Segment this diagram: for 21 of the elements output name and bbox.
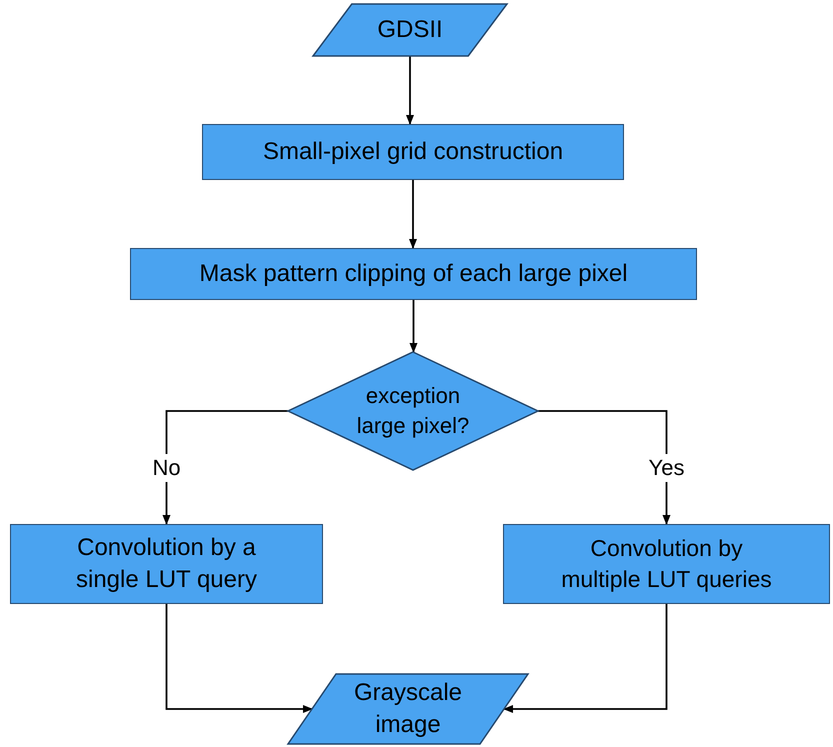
data-parallelogram (313, 4, 507, 56)
node-label: Convolution by a single LUT query (75, 532, 258, 595)
decision-diamond (288, 352, 538, 470)
arrow (166, 604, 313, 713)
node-label: Grayscale image (352, 678, 464, 740)
arrow (406, 56, 414, 125)
node-label: GDSII (376, 14, 444, 45)
arrow (538, 410, 670, 525)
process-box (202, 124, 624, 180)
node-label: exception large pixel? (356, 382, 470, 440)
node-label: Convolution by multiple LUT queries (560, 534, 773, 594)
arrow (162, 410, 288, 525)
process-box (10, 524, 323, 604)
data-parallelogram (288, 674, 528, 744)
process-box (503, 524, 830, 604)
arrow (409, 180, 417, 249)
process-box (130, 248, 697, 300)
node-label: Small-pixel grid construction (262, 136, 564, 167)
node-label: Mask pattern clipping of each large pixel (198, 258, 629, 289)
arrow (410, 300, 418, 353)
arrow (503, 604, 668, 713)
